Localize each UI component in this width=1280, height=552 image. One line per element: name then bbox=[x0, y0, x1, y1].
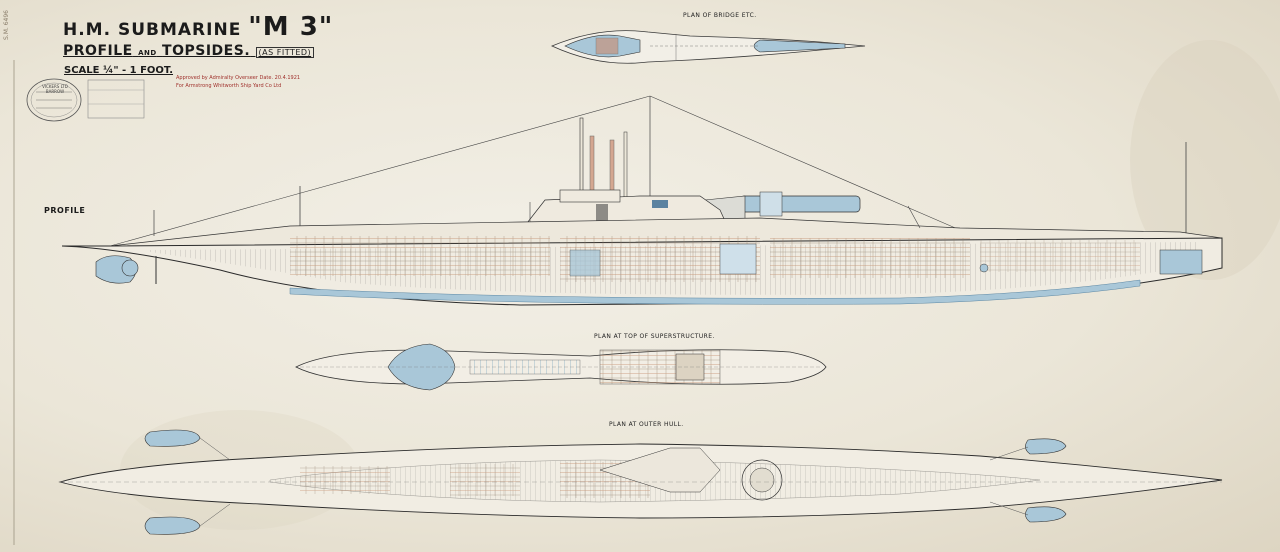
record-box bbox=[87, 79, 145, 119]
subtitle-topsides: TOPSIDES. bbox=[162, 43, 251, 59]
approval-stamp bbox=[26, 78, 82, 122]
subtitle-as-fitted: (AS FITTED) bbox=[255, 47, 315, 58]
main-gun bbox=[704, 191, 861, 227]
title-name: "M 3" bbox=[248, 12, 334, 42]
superstructure-plan-label: PLAN AT TOP OF SUPERSTRUCTURE. bbox=[594, 333, 715, 340]
sheet-title: H.M. SUBMARINE "M 3" bbox=[63, 12, 333, 42]
scale-label: SCALE ¼" - 1 FOOT. bbox=[64, 65, 174, 76]
bridge-plan-label: PLAN OF BRIDGE ETC. bbox=[683, 12, 757, 19]
subtitle-profile: PROFILE bbox=[63, 43, 133, 59]
corner-number: S.M. 6496 bbox=[3, 10, 10, 40]
profile-view bbox=[61, 95, 1223, 306]
bridge-plan bbox=[551, 30, 866, 64]
superstructure-plan bbox=[295, 343, 827, 391]
outer-hull-plan bbox=[58, 429, 1223, 535]
paper-stain bbox=[1130, 40, 1280, 280]
stamp-text: VICKERS LTD BARROW bbox=[42, 84, 68, 94]
outer-hull-plan-label: PLAN AT OUTER HULL. bbox=[609, 421, 684, 428]
red-annotation-1: Approved by Admiralty Overseer Date. 20.… bbox=[176, 75, 301, 81]
red-annotation-2: For Armstrong Whitworth Ship Yard Co Ltd bbox=[176, 83, 282, 89]
sheet-subtitle: PROFILE AND TOPSIDES. (AS FITTED) bbox=[63, 43, 315, 59]
title-prefix: H.M. SUBMARINE bbox=[63, 20, 242, 40]
subtitle-and: AND bbox=[138, 49, 157, 57]
profile-label: PROFILE bbox=[44, 206, 86, 215]
hydroplanes bbox=[144, 429, 1067, 535]
